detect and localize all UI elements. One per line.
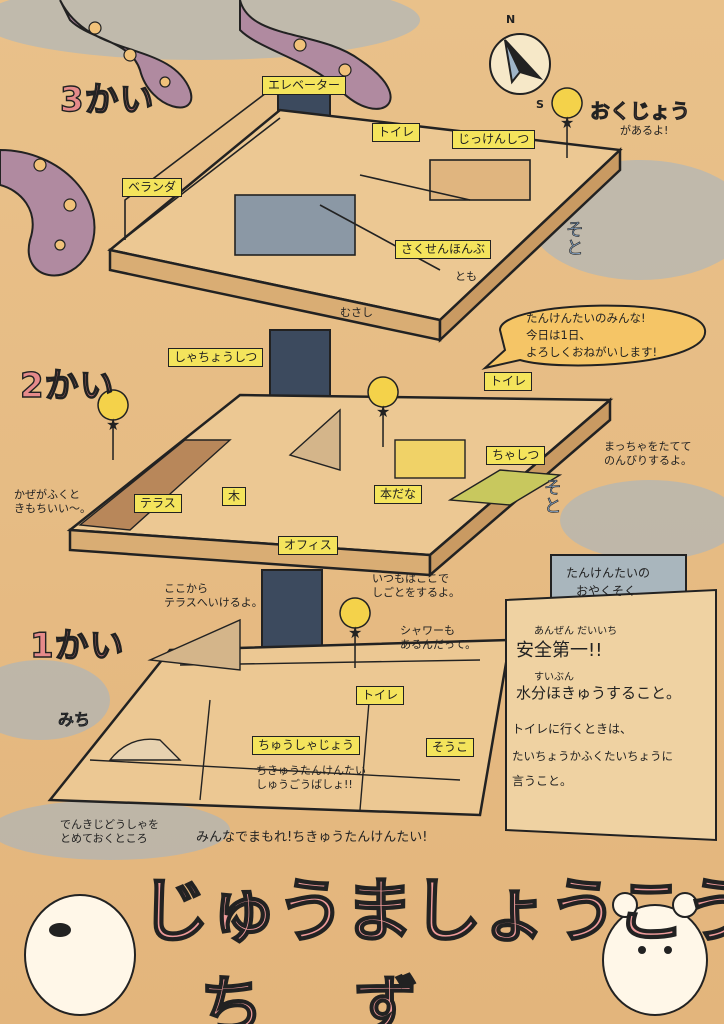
speech-bubble-text: たんけんたいのみんな! 今日は1日、 よろしくおねがいします! bbox=[486, 300, 706, 370]
cow-character-icon bbox=[24, 894, 136, 1016]
rule-3-line-3: 言うこと。 bbox=[512, 774, 573, 788]
label-parking: ちゅうしゃじょう bbox=[252, 736, 361, 755]
label-terrace: テラス bbox=[134, 494, 182, 513]
rooftop-title: おくじょう bbox=[590, 99, 691, 124]
label-lab: じっけんしつ bbox=[452, 130, 536, 149]
rule-2: 水分ほきゅうすること。 bbox=[516, 684, 682, 702]
label-bookshelf: 本だな bbox=[374, 485, 423, 504]
floor-1-title: 1かい bbox=[29, 625, 125, 666]
rules-title-2: おやくそく bbox=[576, 584, 637, 598]
note-parking-2: しゅうごうばしょ!! bbox=[256, 778, 353, 791]
note-work: いつもはここで しごとをするよ。 bbox=[372, 572, 460, 600]
note-parking-1: ちきゅうたんけんたい bbox=[256, 764, 366, 777]
note-tea-1: まっちゃをたてて bbox=[604, 440, 692, 453]
svg-text:★: ★ bbox=[560, 113, 574, 132]
label-office: オフィス bbox=[278, 536, 338, 555]
rules-board: たんけんたいの おやくそく あんぜん だいいち 安全第一!! すいぶん 水分ほき… bbox=[506, 560, 716, 830]
label-f3-outside: そと bbox=[563, 220, 585, 257]
rule-3-line-2: たいちょうかふくたいちょうに bbox=[512, 749, 673, 763]
label-f3-toilet: トイレ bbox=[372, 123, 421, 142]
label-f2-outside: そと bbox=[541, 478, 563, 515]
note-wind-1: かぜがふくと bbox=[14, 488, 80, 501]
note-shower: シャワーも あるんだって。 bbox=[400, 624, 476, 652]
rule-3-line-1: トイレに行くときは、 bbox=[512, 722, 633, 736]
label-f2-toilet: トイレ bbox=[484, 372, 533, 391]
location-pin-icon bbox=[97, 87, 583, 669]
note-work-2: しごとをするよ。 bbox=[372, 586, 460, 599]
note-terrace-access-1: ここから bbox=[164, 582, 208, 595]
rule-2-ruby: すいぶん bbox=[534, 672, 574, 683]
note-tea: まっちゃをたてて のんびりするよ。 bbox=[604, 440, 692, 468]
svg-text:★: ★ bbox=[106, 415, 120, 434]
floor-2-rooms bbox=[78, 408, 563, 531]
note-parking: ちきゅうたんけんたい しゅうごうばしょ!! bbox=[256, 764, 366, 792]
speech-line-2: 今日は1日、 bbox=[526, 328, 591, 342]
bear-character-icon bbox=[602, 892, 708, 1016]
character-tomo: とも bbox=[455, 270, 477, 283]
rule-1-ruby: あんぜん だいいち bbox=[534, 626, 618, 637]
note-car-1: でんきじどうしゃを bbox=[60, 818, 159, 831]
speech-line-1: たんけんたいのみんな! bbox=[526, 311, 646, 325]
rule-1: 安全第一!! bbox=[516, 640, 603, 661]
note-wind-2: きもちいい〜。 bbox=[14, 502, 91, 515]
label-f1-toilet: トイレ bbox=[356, 686, 405, 705]
rules-title-1: たんけんたいの bbox=[566, 566, 651, 580]
compass-north: N bbox=[506, 13, 516, 26]
poster-subtitle: ちず bbox=[199, 969, 508, 1024]
label-tree: 木 bbox=[222, 487, 247, 506]
label-road: みち bbox=[58, 710, 91, 730]
label-hq: さくせんほんぶ bbox=[395, 240, 492, 259]
floor-3-title: 3かい bbox=[59, 79, 155, 120]
label-veranda: ベランダ bbox=[122, 178, 183, 197]
floor-1-rooms bbox=[89, 618, 481, 811]
rooftop-sub: があるよ! bbox=[620, 124, 669, 137]
slogan: みんなでまもれ!ちきゅうたんけんたい! bbox=[196, 830, 428, 845]
label-president-room: しゃちょうしつ bbox=[168, 348, 264, 367]
note-terrace-access-2: テラスへいけるよ。 bbox=[164, 596, 263, 609]
svg-text:★: ★ bbox=[376, 402, 390, 421]
note-wind: かぜがふくと きもちいい〜。 bbox=[14, 488, 91, 516]
note-work-1: いつもはここで bbox=[372, 572, 449, 585]
compass-icon bbox=[489, 33, 551, 95]
note-car-2: とめておくところ bbox=[60, 832, 148, 845]
speech-line-3: よろしくおねがいします! bbox=[526, 345, 658, 359]
rules-sign bbox=[505, 554, 717, 842]
label-tearoom: ちゃしつ bbox=[486, 446, 546, 465]
note-car: でんきじどうしゃを とめておくところ bbox=[60, 818, 159, 846]
floor-3-walls bbox=[124, 89, 531, 271]
note-shower-2: あるんだって。 bbox=[400, 638, 477, 651]
note-tea-2: のんびりするよ。 bbox=[604, 454, 692, 467]
svg-text:★: ★ bbox=[348, 623, 362, 642]
label-warehouse: そうこ bbox=[426, 738, 475, 757]
note-terrace-access: ここから テラスへいけるよ。 bbox=[164, 582, 263, 610]
floor-2-title: 2かい bbox=[19, 365, 115, 406]
character-musashi: むさし bbox=[340, 306, 373, 319]
poster-title: じゅうましょうこう bbox=[139, 869, 724, 953]
octopus-tentacle-icon bbox=[0, 0, 392, 277]
speech-bubble bbox=[481, 304, 707, 370]
label-elevator: エレベーター bbox=[262, 76, 347, 95]
note-shower-1: シャワーも bbox=[400, 624, 455, 637]
compass-south: S bbox=[536, 98, 544, 111]
